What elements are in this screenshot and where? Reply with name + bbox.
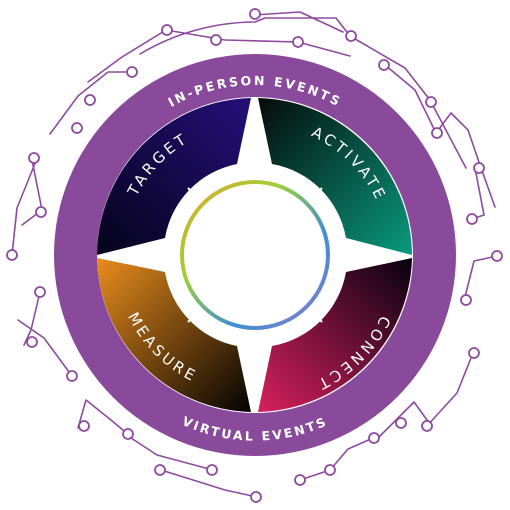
circuit-node-27 xyxy=(491,250,503,262)
circuit-line-17 xyxy=(384,64,437,134)
circuit-node-7 xyxy=(84,94,96,106)
circuit-line-15 xyxy=(471,167,485,220)
center-ring xyxy=(180,180,330,330)
circuit-line-9 xyxy=(127,435,214,471)
circuit-line-16 xyxy=(435,112,496,208)
circuit-line-8 xyxy=(77,399,131,437)
circuit-line-11 xyxy=(299,437,374,481)
circuit-line-18 xyxy=(349,35,467,169)
circuit-node-10 xyxy=(35,206,47,218)
circuit-node-28 xyxy=(466,213,478,225)
circuit-node-9 xyxy=(28,152,40,164)
circuit-line-14 xyxy=(463,255,498,302)
circuit-node-1 xyxy=(249,8,261,20)
circuit-line-5 xyxy=(11,160,37,256)
circuit-node-11 xyxy=(6,249,18,261)
circuit-line-6 xyxy=(23,291,41,346)
circuit-node-14 xyxy=(66,370,78,382)
circuit-node-21 xyxy=(324,464,336,476)
circuit-node-8 xyxy=(71,122,83,134)
circuit-line-7 xyxy=(17,319,73,377)
circuit-line-1 xyxy=(139,17,351,55)
circuit-node-18 xyxy=(206,464,218,476)
circuit-node-25 xyxy=(468,347,480,359)
circuit-node-2 xyxy=(210,34,222,46)
circuit-line-19 xyxy=(253,11,344,33)
circuit-node-29 xyxy=(473,162,485,174)
circuit-line-12 xyxy=(377,401,433,439)
circuit-node-22 xyxy=(368,432,380,444)
circuit-node-17 xyxy=(154,464,166,476)
circuit-node-23 xyxy=(395,417,407,429)
circuit-node-19 xyxy=(250,491,262,503)
circuit-node-32 xyxy=(378,59,390,71)
circuit-node-13 xyxy=(26,336,38,348)
circuit-node-3 xyxy=(161,24,173,36)
circuit-node-4 xyxy=(292,36,304,48)
circuit-node-26 xyxy=(460,294,472,306)
circuit-node-31 xyxy=(425,96,437,108)
circuit-node-20 xyxy=(294,474,306,486)
circuit-line-2 xyxy=(87,29,351,83)
circuit-decoration xyxy=(6,8,503,503)
circuit-node-30 xyxy=(431,127,443,139)
circuit-line-3 xyxy=(49,71,131,135)
circuit-line-13 xyxy=(425,352,474,428)
circuit-node-16 xyxy=(122,428,134,440)
circuit-node-6 xyxy=(126,66,138,78)
circuit-node-15 xyxy=(78,420,90,432)
circuit-line-10 xyxy=(160,469,258,498)
circuit-node-12 xyxy=(34,286,46,298)
circuit-node-24 xyxy=(421,420,433,432)
circuit-node-5 xyxy=(345,30,357,42)
